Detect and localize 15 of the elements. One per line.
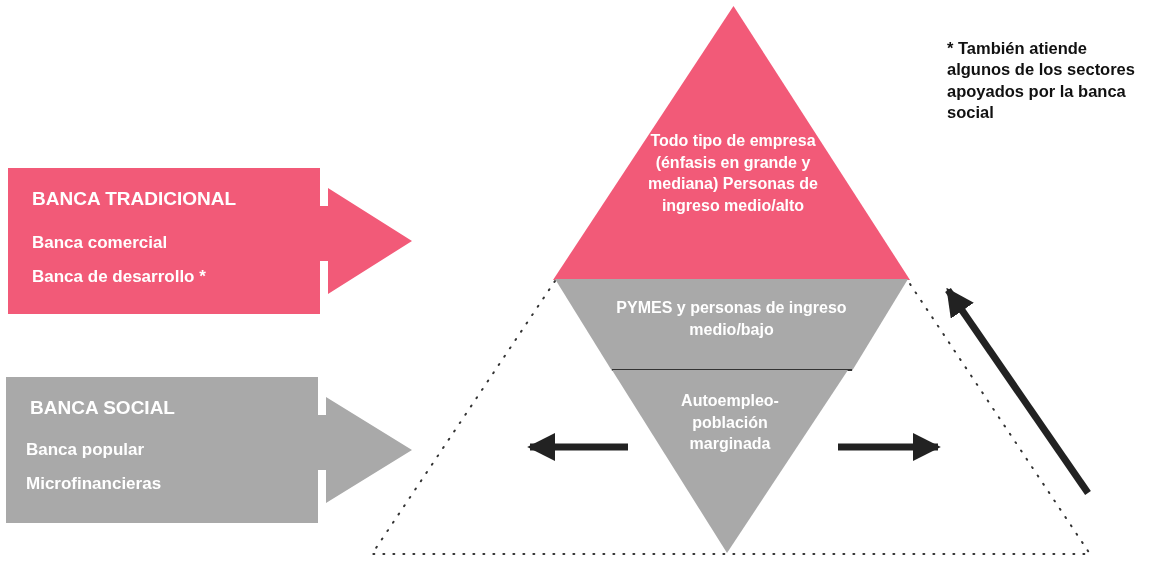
segment-text: Autoempleo- población marginada (680, 391, 780, 455)
segment-text: PYMES y personas de ingreso medio/bajo (615, 298, 848, 340)
triangle-segment (553, 6, 910, 280)
banner-item: Microfinancieras (26, 473, 162, 495)
banner-heading: BANCA SOCIAL (30, 396, 175, 420)
arrow-banner (8, 168, 412, 314)
arrow-banner (6, 377, 412, 523)
banner-item: Banca de desarrollo * (32, 266, 206, 288)
footnote-text: * También atiende algunos de los sectores apoyados por la banca social (947, 38, 1136, 124)
banner-item: Banca popular (26, 439, 145, 461)
banner-heading: BANCA TRADICIONAL (32, 187, 237, 211)
segment-text: Todo tipo de empresa (énfasis en grande y mediana) Personas de ingreso medio/alto (647, 131, 819, 216)
trapezoid-segment (553, 279, 910, 371)
triangle-segment (610, 370, 850, 553)
banner-item: Banca comercial (32, 232, 168, 254)
